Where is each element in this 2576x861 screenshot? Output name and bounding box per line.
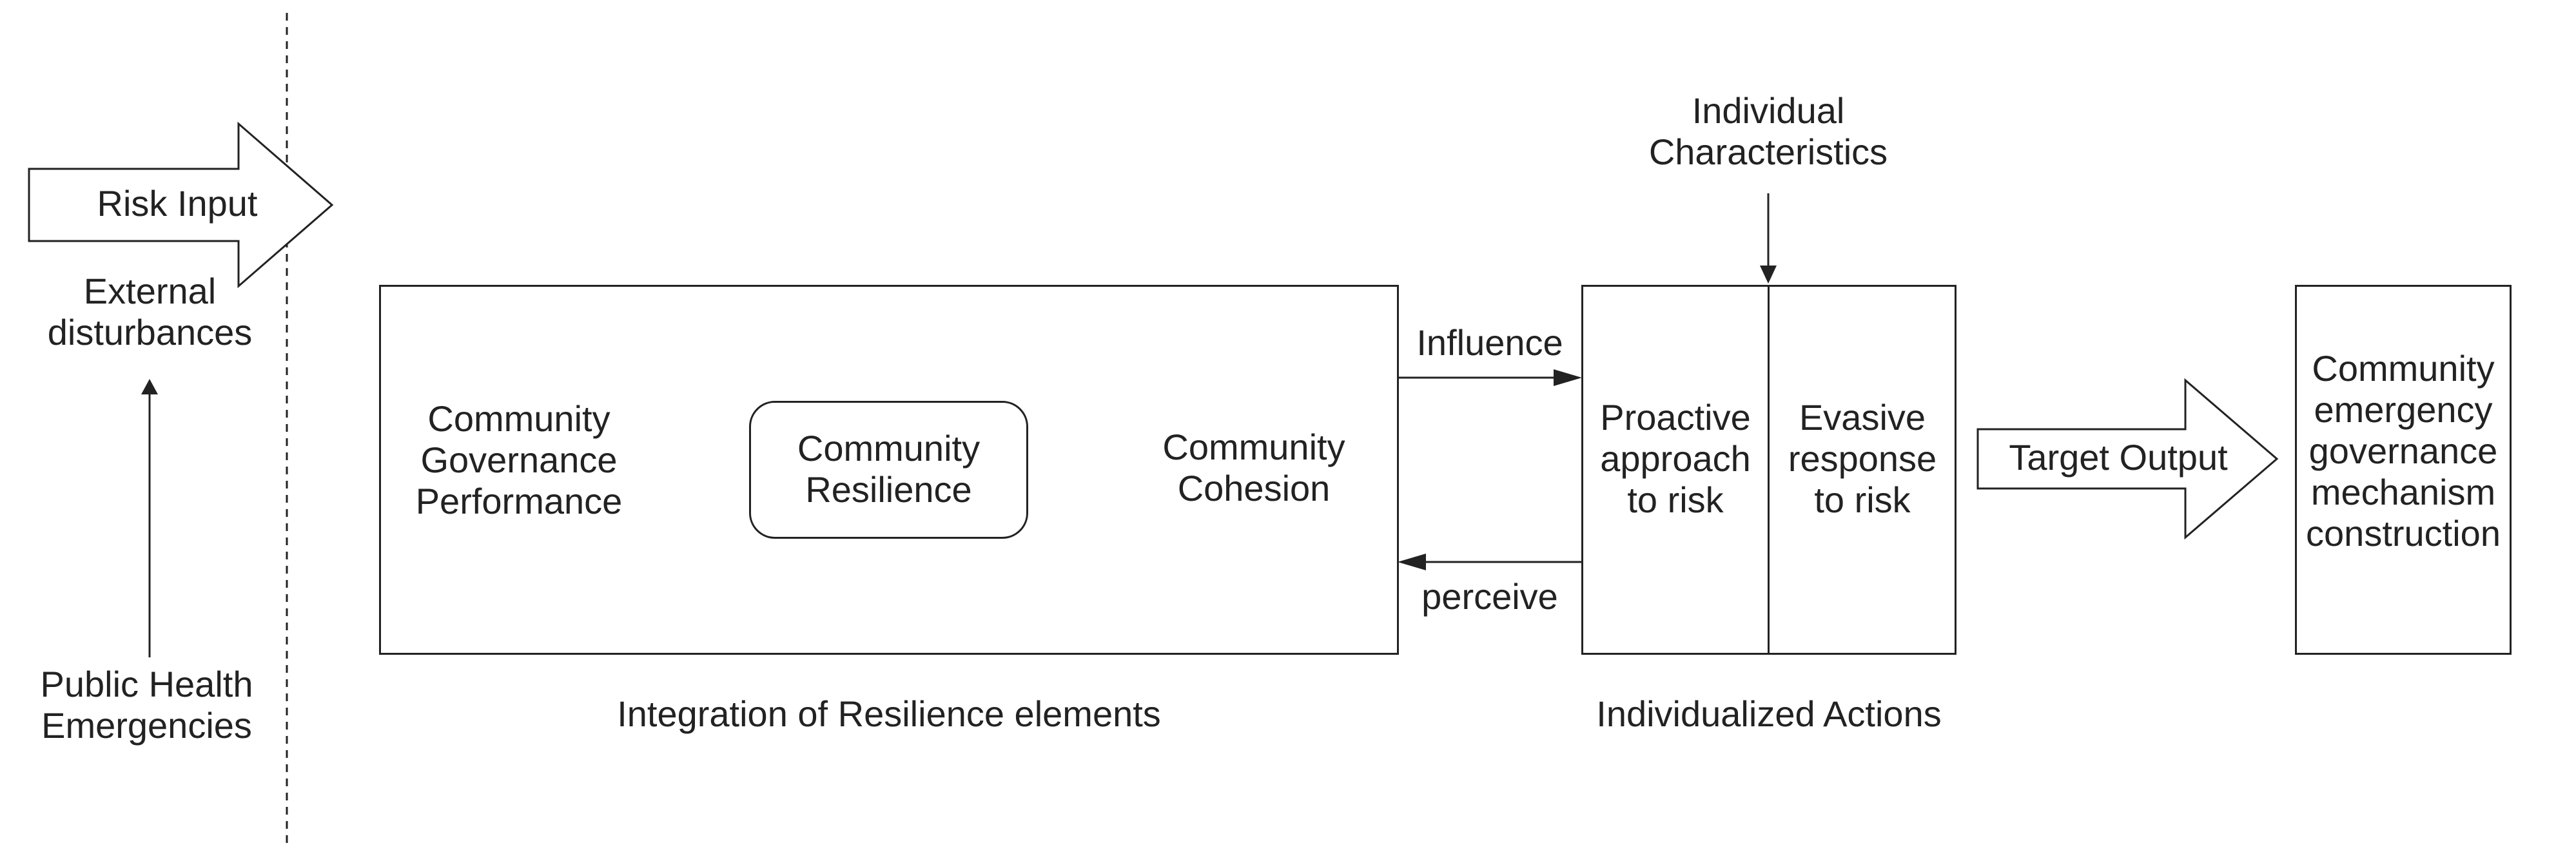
- actions-divider: [1768, 285, 1770, 655]
- individualized-actions-caption: Individualized Actions: [1596, 693, 1942, 734]
- evasive-response-label: Evasive response to risk: [1788, 397, 1937, 520]
- resilience-box: [749, 401, 1028, 539]
- perceive-arrowhead: [1398, 554, 1426, 570]
- target-output-label: Target Output: [2009, 437, 2228, 478]
- risk-input-label: Risk Input: [97, 183, 258, 224]
- governance-performance-label: Community Governance Performance: [415, 398, 623, 521]
- characteristics-arrowhead: [1760, 266, 1777, 284]
- integration-caption: Integration of Resilience elements: [617, 693, 1161, 734]
- arrowhead-up: [141, 379, 158, 394]
- proactive-approach-label: Proactive approach to risk: [1600, 397, 1751, 520]
- external-disturbances-label: External disturbances: [47, 271, 253, 353]
- individual-characteristics-label: Individual Characteristics: [1648, 90, 1888, 172]
- influence-label: Influence: [1416, 322, 1563, 363]
- community-resilience-label: Community Resilience: [797, 428, 981, 510]
- target-output-block-arrow: [1976, 378, 2279, 540]
- community-cohesion-label: Community Cohesion: [1162, 427, 1345, 508]
- risk-input-block-arrow: [28, 121, 334, 289]
- mechanism-box: [2295, 285, 2512, 655]
- perceive-label: perceive: [1421, 576, 1558, 617]
- influence-arrowhead: [1554, 369, 1582, 386]
- mechanism-label: Community emergency governance mechanism…: [2306, 348, 2501, 554]
- public-health-emergencies-label: Public Health Emergencies: [40, 664, 253, 746]
